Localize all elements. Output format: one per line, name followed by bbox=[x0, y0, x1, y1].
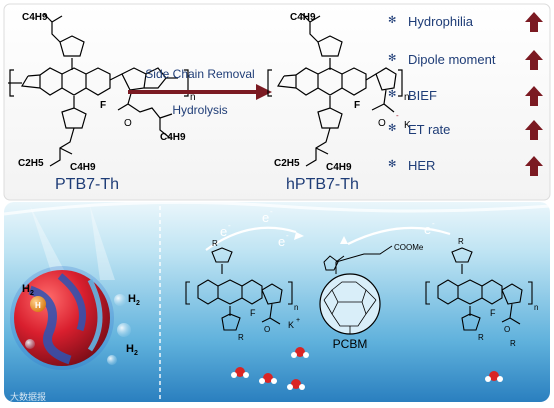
ptb7-ester-oxygen-label: O bbox=[124, 118, 132, 129]
proton-label: H bbox=[35, 301, 41, 310]
electron-label-2-sup: - bbox=[228, 221, 231, 230]
asterisk-icon: ✻ bbox=[388, 123, 397, 134]
ptb7-fluorine-label: F bbox=[100, 100, 106, 111]
property-bief: ✻ BIEF bbox=[388, 88, 437, 103]
water-surface bbox=[3, 200, 551, 216]
bl-repeat-label: n bbox=[294, 303, 298, 312]
h2-label-2-sub: 2 bbox=[136, 300, 140, 307]
pcbm-label: PCBM bbox=[333, 337, 368, 351]
br-r-label-top: R bbox=[458, 237, 464, 246]
increase-arrow-icon bbox=[525, 50, 543, 70]
h2-label-3: H bbox=[126, 343, 134, 355]
property-label: ET rate bbox=[408, 122, 451, 137]
br-oxygen-label: O bbox=[504, 325, 510, 334]
hptb7-side-chain-top-label: C4H9 bbox=[290, 12, 316, 23]
top-panel bbox=[3, 3, 551, 201]
asterisk-icon: ✻ bbox=[388, 53, 397, 64]
arrow-label-side-chain-removal: Side Chain Removal bbox=[145, 67, 254, 81]
proton-bubble bbox=[30, 296, 46, 312]
electron-label-4: e bbox=[424, 222, 431, 237]
increase-arrow-icon bbox=[525, 12, 543, 32]
electron-label-2: e bbox=[220, 224, 227, 239]
bottom-right-polymer bbox=[425, 247, 533, 331]
pcbm-ester-label: COOMe bbox=[394, 243, 424, 252]
ptb7-repeat-label: n bbox=[190, 92, 196, 103]
h2-label-1: H bbox=[22, 283, 30, 295]
hptb7-th-name: hPTB7-Th bbox=[286, 176, 359, 193]
electron-arrows bbox=[205, 226, 451, 251]
increase-arrow-icon bbox=[525, 120, 543, 140]
property-hydrophilia: ✻ Hydrophilia bbox=[388, 14, 474, 29]
br-r-label-ester: R bbox=[510, 339, 516, 348]
br-repeat-label: n bbox=[534, 303, 538, 312]
water-molecules bbox=[231, 347, 503, 390]
bl-plus-label: + bbox=[296, 317, 300, 324]
ptb7-side-chain-bottom-label: C2H5 bbox=[18, 158, 44, 169]
hptb7-carboxylate-label: O bbox=[378, 118, 386, 129]
hptb7-side-chain-bottom-label: C2H5 bbox=[274, 158, 300, 169]
bl-oxygen-label: O bbox=[264, 325, 270, 334]
electron-label-3: e bbox=[278, 234, 285, 249]
hptb7-fluorine-label: F bbox=[354, 100, 360, 111]
bl-fluorine-label: F bbox=[250, 308, 256, 318]
property-her: ✻ HER bbox=[388, 158, 436, 173]
hptb7-repeat-label: n bbox=[404, 92, 410, 103]
asterisk-icon: ✻ bbox=[388, 89, 397, 100]
electron-arrowhead-left bbox=[294, 232, 304, 240]
electron-label-1-sup: - bbox=[270, 207, 273, 216]
electron-label-1: e bbox=[262, 210, 269, 225]
hptb7-counterion-label: K bbox=[404, 120, 411, 131]
asterisk-icon: ✻ bbox=[388, 15, 397, 26]
h2-label-1-sub: 2 bbox=[30, 290, 34, 297]
property-et-rate: ✻ ET rate bbox=[388, 122, 451, 137]
electron-label-3-sup: - bbox=[286, 231, 289, 240]
bottom-left-polymer bbox=[185, 247, 293, 331]
bl-r-label-bottom: R bbox=[238, 333, 244, 342]
ptb7-side-chain-bottom2-label: C4H9 bbox=[70, 162, 96, 173]
electron-arrowhead-right bbox=[340, 236, 348, 244]
br-fluorine-label: F bbox=[490, 308, 496, 318]
h2-label-2: H bbox=[128, 293, 136, 305]
hptb7-th-structure bbox=[267, 13, 403, 167]
arrow-label-hydrolysis: Hydrolysis bbox=[172, 103, 227, 117]
property-label: BIEF bbox=[408, 88, 437, 103]
ptb7-ester-chain-label: C4H9 bbox=[160, 132, 186, 143]
bl-r-label-top: R bbox=[212, 239, 218, 248]
reaction-arrow bbox=[128, 84, 272, 100]
watermark: 大数据报 bbox=[10, 391, 46, 402]
h2-label-3-sub: 2 bbox=[134, 350, 138, 357]
property-dipole-moment: ✻ Dipole moment bbox=[388, 52, 496, 67]
hptb7-charge-label: - bbox=[396, 111, 399, 120]
increase-arrow-icon bbox=[525, 86, 543, 106]
property-label: Hydrophilia bbox=[408, 14, 474, 29]
asterisk-icon: ✻ bbox=[388, 159, 397, 170]
electron-label-4-sup: - bbox=[432, 219, 435, 228]
bl-potassium-label: K bbox=[288, 320, 294, 330]
ptb7-th-structure bbox=[8, 13, 189, 167]
ptb7-side-chain-top-label: C4H9 bbox=[22, 12, 48, 23]
increase-arrow-icon bbox=[525, 156, 543, 176]
hptb7-side-chain-bottom2-label: C4H9 bbox=[326, 162, 352, 173]
br-r-label-bottom: R bbox=[478, 333, 484, 342]
property-label: HER bbox=[408, 158, 436, 173]
ptb7-th-name: PTB7-Th bbox=[55, 176, 120, 193]
pcbm-fullerene bbox=[319, 245, 393, 335]
catalyst-sphere bbox=[10, 266, 131, 370]
property-label: Dipole moment bbox=[408, 52, 496, 67]
